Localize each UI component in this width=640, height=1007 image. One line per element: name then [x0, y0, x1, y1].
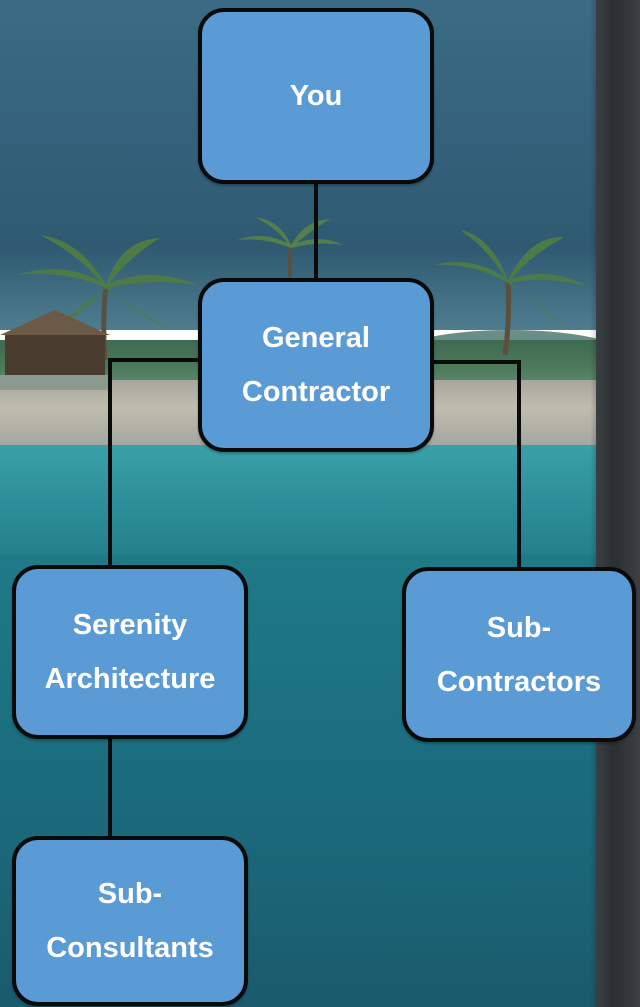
node-sub-consultants: Sub- Consultants: [12, 836, 248, 1006]
node-label-line: Serenity: [72, 609, 188, 641]
node-label-line: Contractors: [436, 665, 602, 698]
node-sub-contractors: Sub- Contractors: [402, 567, 636, 742]
node-label-line: Sub-: [97, 878, 163, 910]
edge-gc-serenity: [108, 358, 200, 565]
beach-hut: [0, 310, 110, 390]
side-panel: [596, 0, 640, 1007]
edge-gc-subcontractors: [432, 360, 521, 567]
node-label: General Contractor: [242, 311, 390, 419]
node-label-line: Consultants: [46, 932, 214, 964]
node-label-line: Contractor: [241, 376, 391, 408]
node-label: Serenity Architecture: [45, 598, 216, 706]
node-label: You: [289, 80, 343, 112]
sea-shallow: [0, 445, 640, 555]
node-you: You: [198, 8, 434, 184]
palm-tree-icon: [435, 230, 588, 355]
node-general-contractor: General Contractor: [198, 278, 434, 452]
node-label-line: Architecture: [44, 663, 216, 695]
node-label-line: Sub-: [486, 611, 552, 644]
node-label: Sub- Contractors: [437, 601, 601, 709]
node-label: Sub- Consultants: [46, 867, 214, 975]
node-label-line: General: [261, 322, 370, 354]
node-serenity-architecture: Serenity Architecture: [12, 565, 248, 739]
panel-shadow: [590, 0, 600, 1007]
